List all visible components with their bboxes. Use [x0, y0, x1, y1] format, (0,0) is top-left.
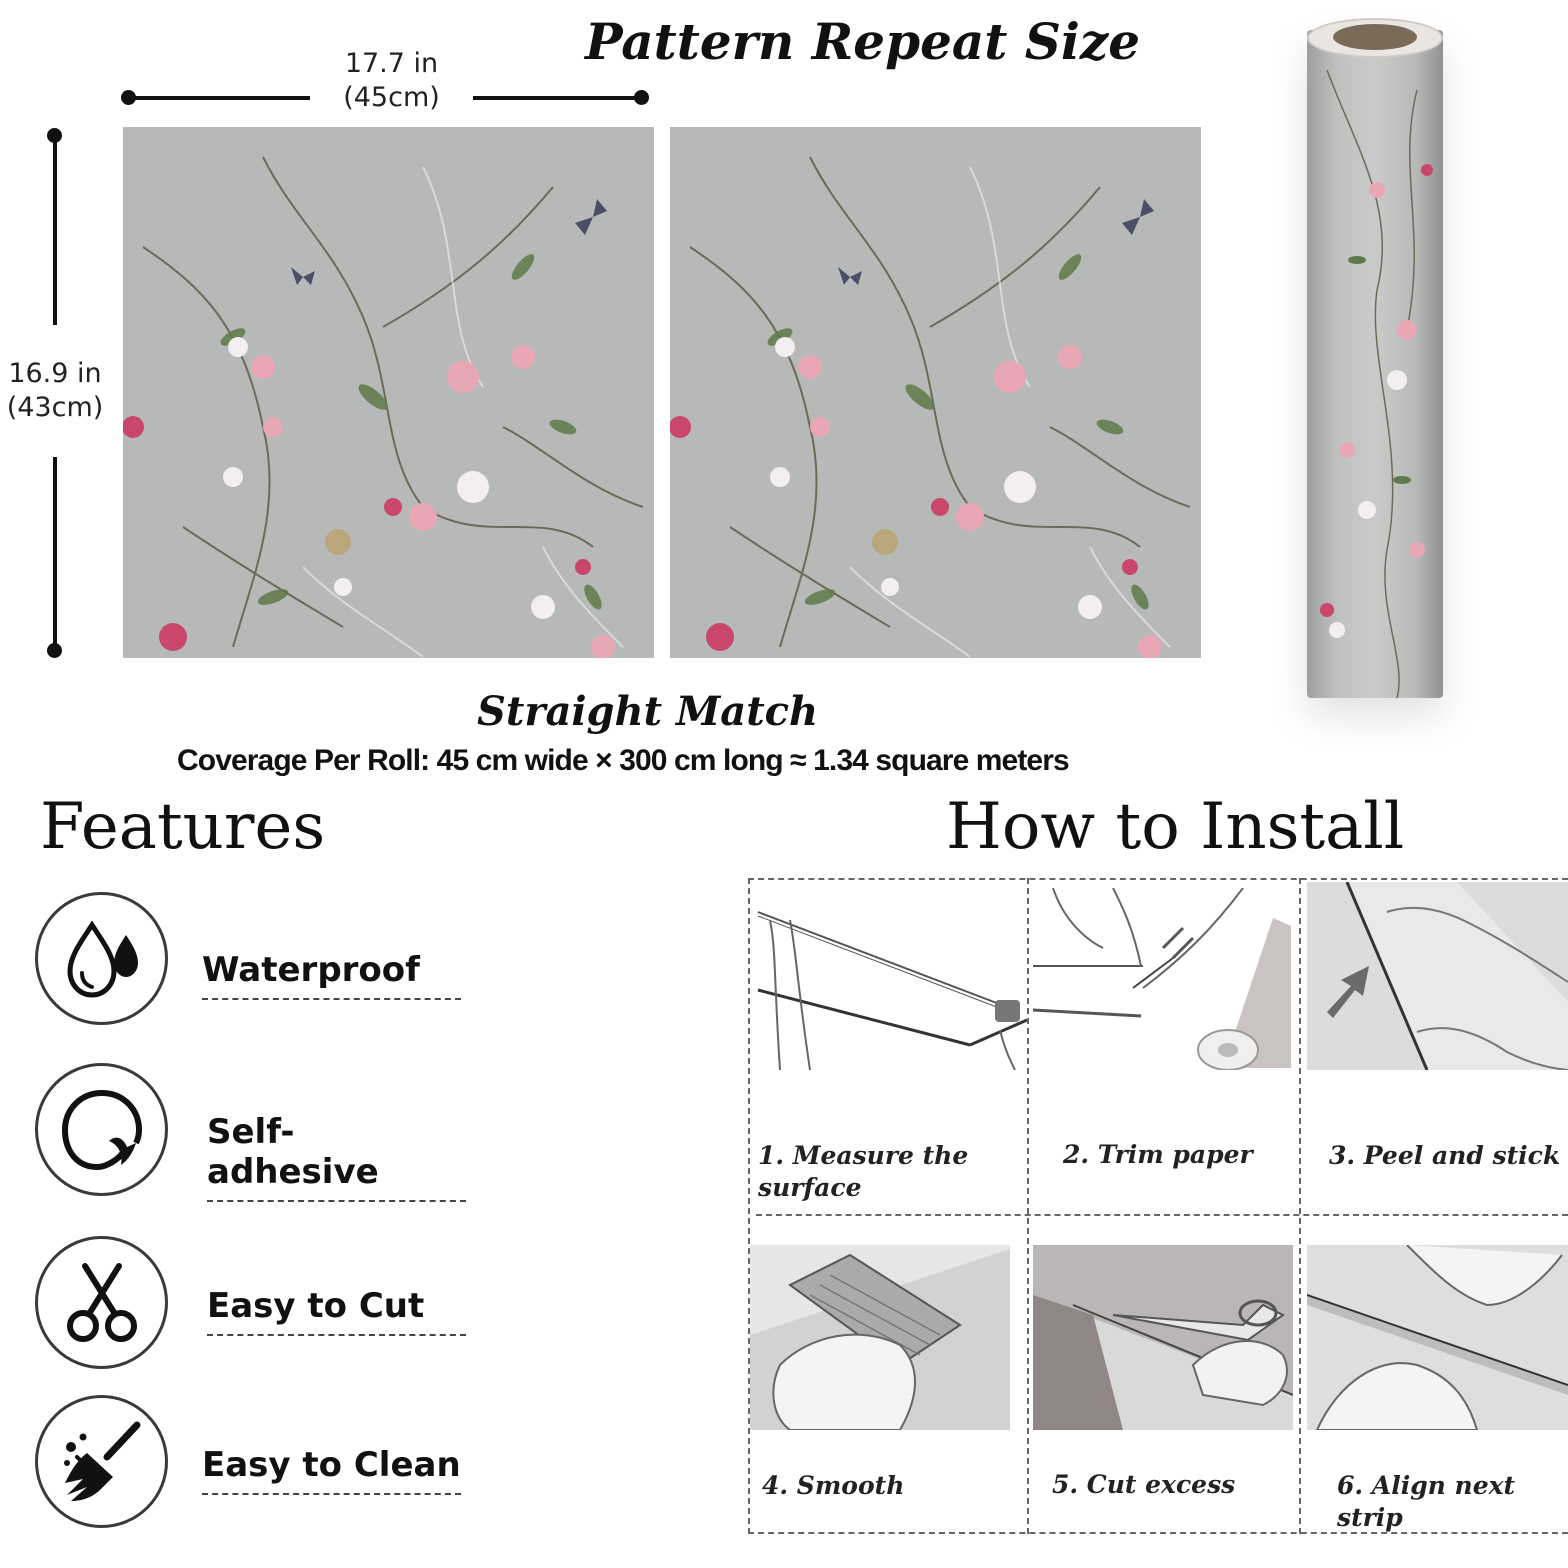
smooth-illustration: [750, 1245, 1010, 1430]
align-strip-illustration: [1307, 1245, 1568, 1430]
features-heading: Features: [40, 790, 326, 864]
peel-corner-icon: [61, 1089, 142, 1170]
width-dimension-line-left: [128, 96, 310, 100]
install-step-1: [750, 880, 1027, 1070]
feature-easy-to-clean-label: Easy to Clean: [202, 1445, 461, 1495]
install-step-3: [1307, 882, 1568, 1070]
peel-stick-illustration: [1307, 882, 1568, 1070]
feature-self-adhesive-label: Self-adhesive: [207, 1112, 466, 1202]
install-step-4-label: 4. Smooth: [762, 1471, 905, 1500]
pattern-swatch-right: [670, 127, 1201, 658]
height-dimension-line-top: [53, 135, 57, 325]
height-dimension-dot-top: [47, 128, 62, 143]
roll-pattern: [1320, 69, 1433, 698]
install-steps-grid: [748, 878, 1568, 1534]
broom-icon: [63, 1421, 140, 1501]
width-dimension-line-right: [473, 96, 643, 100]
feature-easy-to-cut-badge: [35, 1236, 168, 1369]
coverage-text: Coverage Per Roll: 45 cm wide × 300 cm l…: [177, 744, 1070, 777]
wallpaper-roll-image: [1307, 30, 1443, 698]
floral-pattern-image: [123, 156, 644, 658]
scissors-icon: [66, 1262, 137, 1342]
install-step-2-label: 2. Trim paper: [1063, 1140, 1253, 1169]
height-dimension-line-bottom: [53, 457, 57, 651]
cut-excess-illustration: [1033, 1245, 1293, 1430]
feature-waterproof-label: Waterproof: [202, 950, 461, 1000]
grid-divider-v1: [1027, 878, 1029, 1534]
install-step-5: [1033, 1245, 1293, 1430]
grid-divider-v2: [1299, 878, 1301, 1534]
feature-waterproof-badge: [35, 892, 168, 1025]
install-step-4: [750, 1245, 1010, 1430]
page-title: Pattern Repeat Size: [585, 12, 1141, 71]
feature-self-adhesive-badge: [35, 1063, 168, 1196]
roll-core: [1333, 24, 1417, 50]
install-step-3-label: 3. Peel and stick: [1329, 1141, 1561, 1170]
roll-top-edge: [1307, 18, 1443, 58]
grid-divider-bottom: [748, 1532, 1568, 1534]
install-step-2: [1033, 888, 1293, 1070]
install-heading: How to Install: [946, 790, 1405, 864]
install-step-1-label: 1. Measure the surface: [758, 1141, 969, 1202]
height-dimension-dot-bottom: [47, 643, 62, 658]
install-step-6-label: 6. Align next strip: [1337, 1471, 1516, 1532]
trim-illustration: [1033, 888, 1291, 1070]
width-dimension-dot-right: [634, 90, 649, 105]
pattern-swatch-left: [123, 127, 654, 658]
feature-easy-to-clean-badge: [35, 1395, 168, 1528]
width-dimension-dot-left: [121, 90, 136, 105]
width-dimension-label: 17.7 in (45cm): [343, 48, 440, 113]
install-step-6: [1307, 1245, 1568, 1430]
height-dimension-label: 16.9 in (43cm): [6, 358, 104, 423]
feature-easy-to-cut-label: Easy to Cut: [207, 1286, 466, 1336]
measure-illustration: [757, 911, 1027, 1070]
water-drops-icon: [66, 919, 138, 998]
grid-divider-h1: [756, 1214, 1568, 1216]
install-step-5-label: 5. Cut excess: [1052, 1470, 1236, 1499]
floral-pattern-image: [670, 156, 1191, 658]
match-type-label: Straight Match: [477, 688, 819, 735]
